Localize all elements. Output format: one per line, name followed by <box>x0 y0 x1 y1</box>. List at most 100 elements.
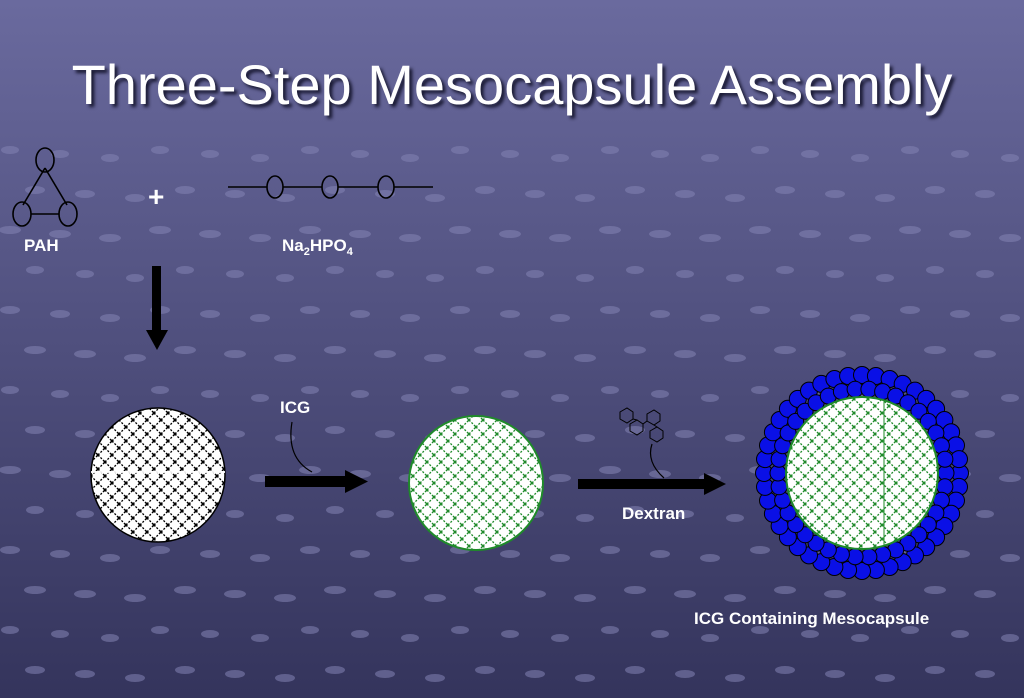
right-arrow-icon <box>578 473 726 495</box>
background-dot <box>500 550 520 558</box>
background-dot <box>250 554 270 562</box>
background-dot <box>601 386 619 394</box>
background-dot <box>1000 314 1020 322</box>
background-dot <box>126 274 144 282</box>
background-dot <box>524 350 546 358</box>
background-dot <box>776 266 794 274</box>
background-dot <box>974 350 996 358</box>
background-dot <box>500 310 520 318</box>
background-dot <box>700 314 720 322</box>
background-dot <box>676 510 694 518</box>
background-dot <box>924 346 946 354</box>
slide-title: Three-Step Mesocapsule Assembly <box>71 53 953 116</box>
background-dot <box>975 430 995 438</box>
background-dot <box>675 190 695 198</box>
background-dot <box>676 270 694 278</box>
icg-label: ICG <box>280 398 310 417</box>
background-dot <box>951 630 969 638</box>
background-dot <box>451 626 469 634</box>
background-dot <box>925 186 945 194</box>
icg-leader-line <box>290 421 313 473</box>
background-dot <box>951 390 969 398</box>
background-dot <box>650 310 670 318</box>
background-dot <box>651 630 669 638</box>
background-dot <box>74 590 96 598</box>
background-dot <box>174 346 196 354</box>
background-dot <box>825 190 845 198</box>
background-dot <box>725 434 745 442</box>
background-dot <box>451 146 469 154</box>
background-dot <box>226 510 244 518</box>
dextran-outer-shell <box>755 366 969 580</box>
background-dot <box>275 674 295 682</box>
background-dot <box>624 346 646 354</box>
background-dot <box>350 310 370 318</box>
background-dot <box>125 674 145 682</box>
background-dot <box>601 146 619 154</box>
background-dot <box>976 510 994 518</box>
background-dot <box>199 230 221 238</box>
background-dot <box>225 430 245 438</box>
background-dot <box>151 386 169 394</box>
background-dot <box>549 474 571 482</box>
background-dot <box>376 270 394 278</box>
background-dot <box>1001 154 1019 162</box>
background-dot <box>526 270 544 278</box>
background-dot <box>325 186 345 194</box>
background-dot <box>201 390 219 398</box>
background-dot <box>26 506 44 514</box>
background-dot <box>1 386 19 394</box>
background-dot <box>501 150 519 158</box>
background-dot <box>650 550 670 558</box>
background-dot <box>274 354 296 362</box>
background-dot <box>301 146 319 154</box>
right-arrow-icon <box>265 470 368 493</box>
background-dot <box>600 546 620 554</box>
background-dot <box>600 306 620 314</box>
background-dot <box>949 230 971 238</box>
background-dot <box>401 394 419 402</box>
background-dot <box>100 314 120 322</box>
background-dot <box>724 354 746 362</box>
background-dot <box>75 190 95 198</box>
background-dot <box>351 390 369 398</box>
background-dot <box>675 670 695 678</box>
background-dot <box>225 190 245 198</box>
background-dot <box>374 590 396 598</box>
background-dot <box>675 430 695 438</box>
background-dot <box>99 234 121 242</box>
background-dot <box>1 146 19 154</box>
background-dot <box>651 390 669 398</box>
background-dot <box>576 274 594 282</box>
background-dot <box>551 394 569 402</box>
background-dot <box>726 274 744 282</box>
background-dot <box>800 310 820 318</box>
background-dot <box>50 550 70 558</box>
background-dot <box>224 590 246 598</box>
pah-molecule-icon <box>12 147 78 227</box>
background-dot <box>901 626 919 634</box>
background-dot <box>926 266 944 274</box>
background-dot <box>700 554 720 562</box>
background-dot <box>51 630 69 638</box>
background-dot <box>774 346 796 354</box>
background-dot <box>24 346 46 354</box>
plus-sign: + <box>148 181 164 212</box>
background-dot <box>351 150 369 158</box>
background-dot <box>749 226 771 234</box>
background-dot <box>674 350 696 358</box>
background-dot <box>424 594 446 602</box>
background-dot <box>175 186 195 194</box>
background-dot <box>599 226 621 234</box>
background-dot <box>624 586 646 594</box>
background-dot <box>400 314 420 322</box>
background-dot <box>399 234 421 242</box>
background-dot <box>300 546 320 554</box>
background-dot <box>149 226 171 234</box>
background-dot <box>0 546 20 554</box>
dextran-leader-line <box>649 443 665 479</box>
background-dot <box>851 154 869 162</box>
background-dot <box>525 670 545 678</box>
background-dot <box>226 270 244 278</box>
